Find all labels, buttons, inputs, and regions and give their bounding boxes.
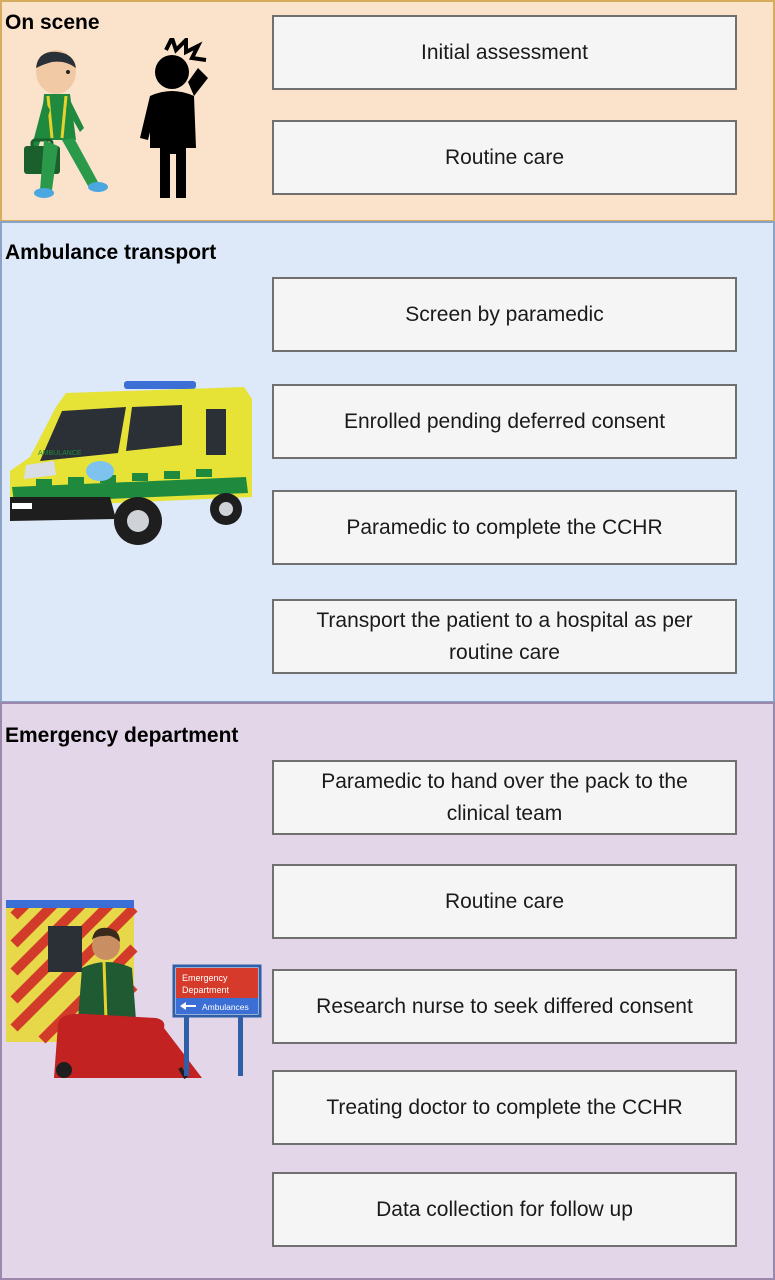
step-screen-by-paramedic: Screen by paramedic [272,277,737,352]
step-routine-care-scene: Routine care [272,120,737,195]
paramedic-walking-illustration [22,50,114,202]
sign-department-text: Department [182,985,230,995]
injured-person-icon [136,38,216,200]
step-paramedic-complete-cchr: Paramedic to complete the CCHR [272,490,737,565]
section-title-emergency: Emergency department [5,724,238,748]
step-routine-care-ed: Routine care [272,864,737,939]
section-title-ambulance: Ambulance transport [5,241,216,265]
step-initial-assessment: Initial assessment [272,15,737,90]
step-transport-patient: Transport the patient to a hospital as p… [272,599,737,674]
step-treating-doctor-cchr: Treating doctor to complete the CCHR [272,1070,737,1145]
section-on-scene: On scene Initial assessment Routine care [0,0,775,222]
section-ambulance-transport: Ambulance transport AMBULANCE Screen by … [0,221,775,703]
step-research-nurse-consent: Research nurse to seek differed consent [272,969,737,1044]
sign-ambulances-text: Ambulances [202,1002,249,1012]
step-data-collection-follow-up: Data collection for follow up [272,1172,737,1247]
ambulance-vehicle-illustration: AMBULANCE [6,379,256,551]
section-emergency-department: Emergency department Emergency Departmen… [0,702,775,1280]
section-title-on-scene: On scene [5,11,100,35]
step-enrolled-pending-consent: Enrolled pending deferred consent [272,384,737,459]
sign-emergency-text: Emergency [182,973,228,983]
ambulance-lettering: AMBULANCE [38,450,82,457]
emergency-arrival-illustration: Emergency Department Ambulances [6,900,262,1080]
step-hand-over-pack: Paramedic to hand over the pack to the c… [272,760,737,835]
